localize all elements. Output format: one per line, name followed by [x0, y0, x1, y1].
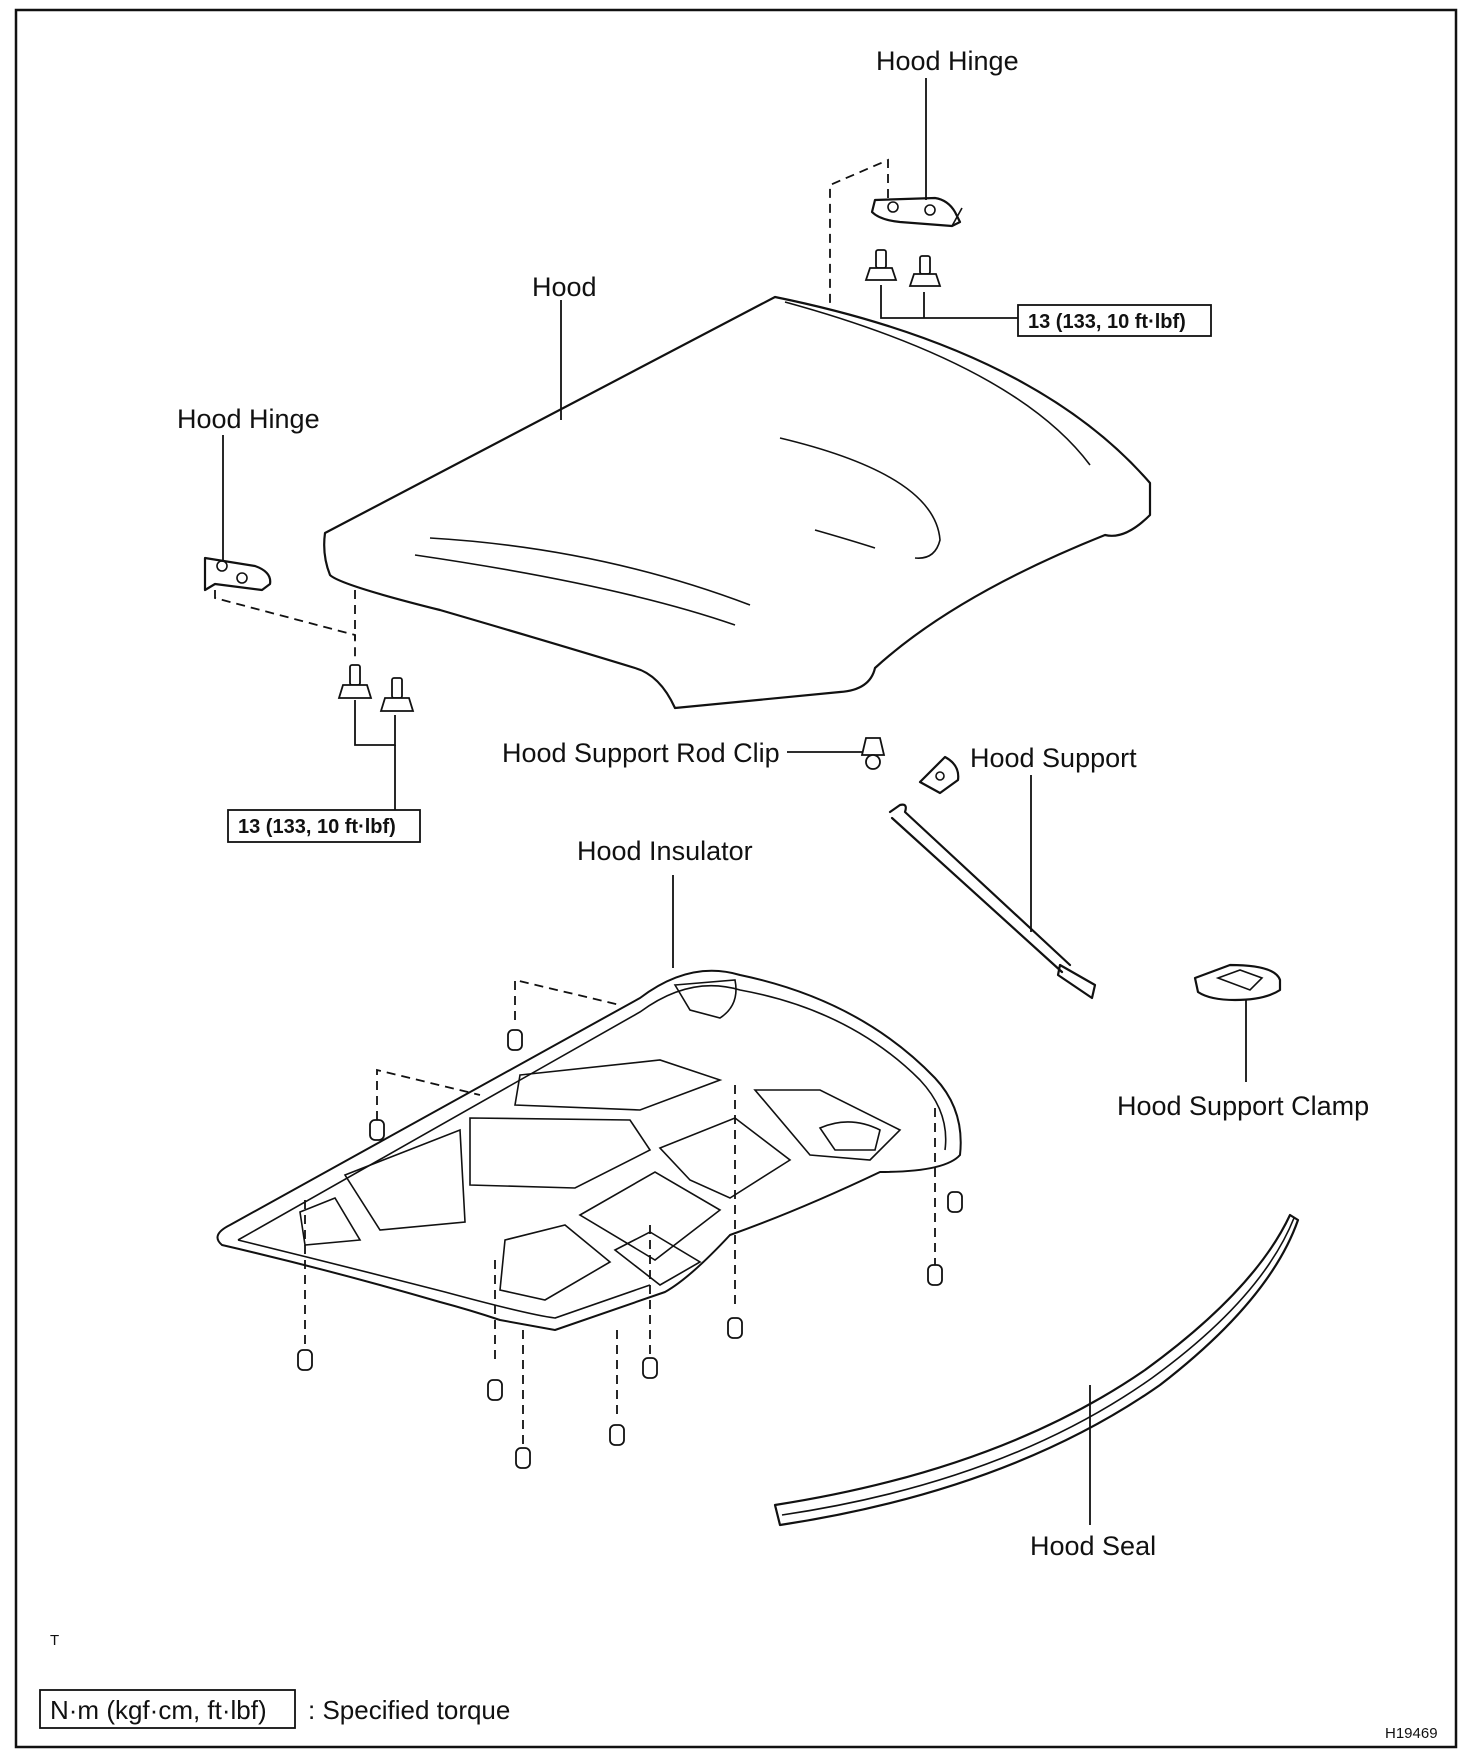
hood-support: [888, 755, 1097, 1000]
torque-value-left: 13 (133, 10 ft·lbf): [238, 816, 396, 838]
torque-box-left: 13 (133, 10 ft·lbf): [227, 809, 421, 843]
legend-description: : Specified torque: [308, 1695, 510, 1725]
figure-id: H19469: [1385, 1725, 1438, 1742]
label-hood: Hood: [532, 272, 597, 302]
hinge-bolts-left: [337, 664, 415, 712]
hood-support-rod-clip: [860, 737, 886, 770]
hood-hinge-top: [829, 158, 963, 310]
label-hood-insulator: Hood Insulator: [577, 836, 753, 866]
label-hood-support-rod-clip: Hood Support Rod Clip: [502, 738, 780, 768]
leader-lines: [222, 78, 1247, 1525]
label-hood-hinge-left: Hood Hinge: [177, 404, 320, 434]
torque-box-top-right: 13 (133, 10 ft·lbf): [1017, 304, 1212, 337]
diagram-frame: [14, 8, 1458, 1749]
mark-t: T: [50, 1632, 59, 1649]
hood-insulator: [216, 969, 962, 1331]
label-hood-seal: Hood Seal: [1030, 1531, 1156, 1561]
legend-unit-box: N·m (kgf·cm, ft·lbf): [50, 1695, 267, 1725]
hood-seal: [773, 1213, 1300, 1527]
hood-support-clamp: [1193, 963, 1282, 1002]
label-hood-support: Hood Support: [970, 743, 1137, 773]
hood-panel: [323, 295, 1152, 710]
insulator-clip-lines: [304, 978, 936, 1445]
hinge-bolts-top: [864, 249, 942, 287]
insulator-clips: [297, 1029, 963, 1469]
hood-hinge-left: [203, 556, 356, 660]
label-hood-support-clamp: Hood Support Clamp: [1117, 1091, 1369, 1121]
label-hood-hinge-top: Hood Hinge: [876, 46, 1019, 76]
legend: N·m (kgf·cm, ft·lbf) : Specified torque: [39, 1689, 510, 1729]
torque-value-top-right: 13 (133, 10 ft·lbf): [1028, 311, 1186, 333]
